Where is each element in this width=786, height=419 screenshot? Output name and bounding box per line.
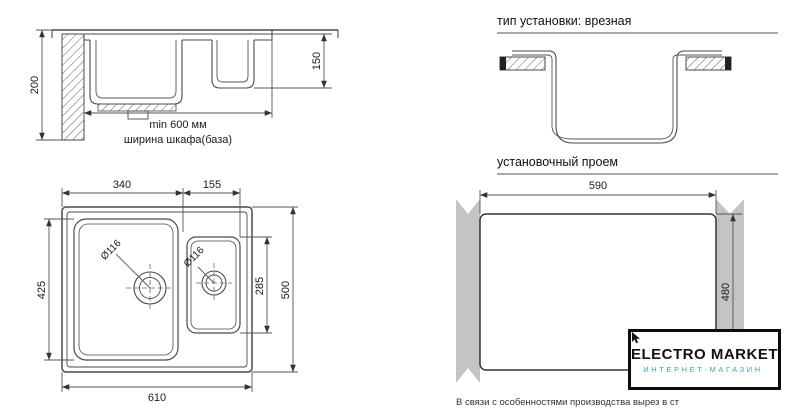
dim-small-height-285: 285 <box>254 277 266 295</box>
main-bowl <box>73 218 179 361</box>
dim-depth-150: 150 <box>311 52 323 70</box>
small-drain-dia-label: Ø116 <box>182 245 207 270</box>
main-drain-dia-label: Ø116 <box>99 238 124 263</box>
small-bowl <box>186 236 241 334</box>
install-type-section: тип установки: врезная <box>497 14 778 144</box>
min-width-label: min 600 мм <box>149 119 206 131</box>
dim-opening-590: 590 <box>589 180 607 192</box>
section-view-drawing <box>51 29 339 141</box>
countertop-right-hatch <box>685 56 732 71</box>
dim-main-height-425: 425 <box>36 281 48 299</box>
cabinet-width-label: ширина шкафа(база) <box>124 134 232 146</box>
dim-small-width-155: 155 <box>203 179 221 191</box>
countertop-left-hatch <box>499 56 546 71</box>
dim-total-width-610: 610 <box>148 392 166 404</box>
cabinet-panel-hatch <box>61 33 85 141</box>
electro-market-logo: ELECTRO MARKET ИНТЕРНЕТ-МАГАЗИН <box>628 329 781 390</box>
production-note: В связи с особенностями производства выр… <box>456 397 679 408</box>
logo-subtitle: ИНТЕРНЕТ-МАГАЗИН <box>643 364 763 374</box>
bowl-bottom-hatch <box>97 103 177 112</box>
section-view-dimensions: 200 150 min 600 мм ширина шкафа(база) <box>29 29 332 146</box>
plan-view-drawing: Ø116 Ø116 <box>61 206 253 373</box>
opening-heading: установочный проем <box>497 155 618 169</box>
countertop-strip-right <box>716 200 744 350</box>
plan-view-dimensions: 340 155 425 285 500 610 <box>36 179 298 404</box>
dim-main-width-340: 340 <box>113 179 131 191</box>
dim-total-height-500: 500 <box>280 281 292 299</box>
countertop-strip-left <box>456 200 480 382</box>
logo-title: ELECTRO MARKET <box>631 345 778 363</box>
drain-trap <box>127 110 149 120</box>
dim-depth-200: 200 <box>29 76 41 94</box>
dim-opening-480: 480 <box>720 283 732 301</box>
sink-outline <box>61 206 253 373</box>
install-type-heading: тип установки: врезная <box>497 14 631 28</box>
